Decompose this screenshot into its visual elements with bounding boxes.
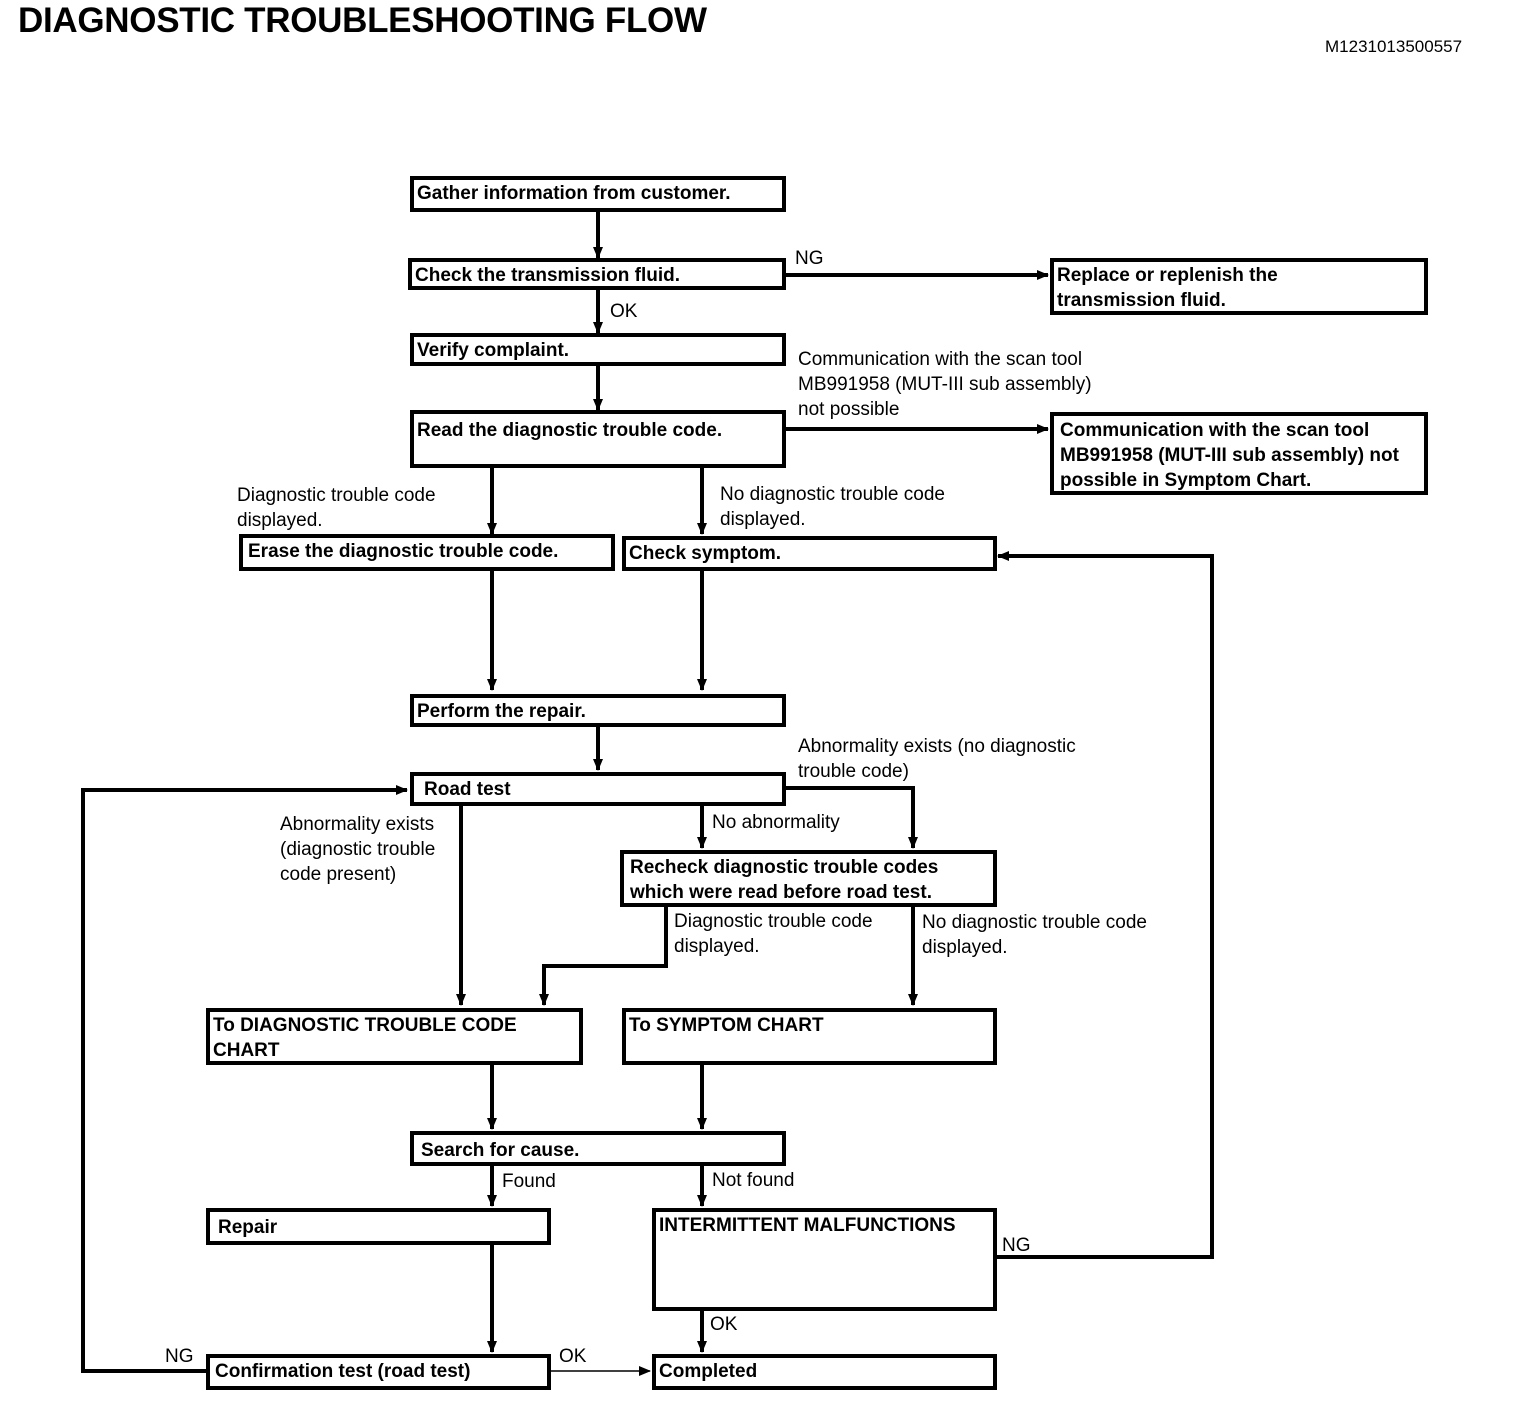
box-confirmation-test: Confirmation test (road test)	[206, 1354, 551, 1390]
label-comm-not-possible-1: Communication with the scan tool	[798, 349, 1083, 370]
box-replace-fluid: Replace or replenish the transmission fl…	[1050, 258, 1428, 315]
box-to-symptom-chart-text: To SYMPTOM CHART	[629, 1015, 824, 1036]
label-confirmation-ok: OK	[559, 1346, 587, 1367]
box-to-symptom-chart: To SYMPTOM CHART	[622, 1008, 997, 1065]
box-completed-text: Completed	[659, 1361, 758, 1382]
box-recheck-dtc: Recheck diagnostic trouble codes which w…	[620, 850, 997, 907]
label-abnormality-no-dtc-1: Abnormality exists (no diagnostic	[798, 736, 1076, 757]
box-check-symptom: Check symptom.	[622, 536, 997, 571]
box-repair: Repair	[206, 1208, 551, 1245]
label-comm-not-possible-2: MB991958 (MUT-III sub assembly)	[798, 374, 1092, 395]
label-confirmation-ng: NG	[165, 1346, 194, 1367]
box-gather-information-text: Gather information from customer.	[417, 183, 731, 204]
box-check-transmission-fluid: Check the transmission fluid.	[408, 258, 786, 290]
box-completed: Completed	[652, 1354, 997, 1390]
box-search-cause-text: Search for cause.	[421, 1140, 580, 1161]
box-verify-complaint-text: Verify complaint.	[417, 340, 570, 361]
label-comm-not-possible-3: not possible	[798, 399, 900, 420]
label-found: Found	[502, 1171, 556, 1192]
label-fluid-ok: OK	[610, 301, 638, 322]
box-check-transmission-fluid-text: Check the transmission fluid.	[415, 265, 680, 286]
page-title: DIAGNOSTIC TROUBLESHOOTING FLOW	[18, 1, 707, 40]
box-gather-information: Gather information from customer.	[410, 176, 786, 212]
box-confirmation-test-text: Confirmation test (road test)	[215, 1361, 471, 1382]
label-abnormality-no-dtc-2: trouble code)	[798, 761, 909, 782]
arrow-intermittent-ng-to-check-symptom	[997, 551, 1214, 1259]
label-abnormality-dtc-1: Abnormality exists	[280, 814, 435, 835]
box-erase-dtc: Erase the diagnostic trouble code.	[239, 534, 615, 571]
box-to-dtc-chart: To DIAGNOSTIC TROUBLE CODE CHART	[206, 1008, 583, 1065]
label-no-abnormality: No abnormality	[712, 812, 840, 833]
box-intermittent-malfunctions: INTERMITTENT MALFUNCTIONS	[652, 1208, 997, 1311]
arrow-road-test-abnormal-no-dtc	[786, 786, 918, 849]
box-read-dtc-text: Read the diagnostic trouble code.	[417, 420, 723, 441]
box-to-dtc-chart-text: To DIAGNOSTIC TROUBLE CODE CHART	[213, 1015, 517, 1061]
document-id: M1231013500557	[1325, 37, 1463, 56]
box-intermittent-malfunctions-text: INTERMITTENT MALFUNCTIONS	[659, 1215, 956, 1236]
label-abnormality-dtc-2: (diagnostic trouble	[280, 839, 436, 860]
box-recheck-dtc-text: Recheck diagnostic trouble codes which w…	[630, 857, 939, 903]
label-intermittent-ok: OK	[710, 1314, 738, 1335]
box-erase-dtc-text: Erase the diagnostic trouble code.	[248, 541, 559, 562]
box-verify-complaint: Verify complaint.	[410, 333, 786, 366]
arrow-recheck-dtc-to-dtc-chart	[539, 906, 668, 1006]
box-comm-not-possible-chart: Communication with the scan tool MB99195…	[1050, 412, 1428, 495]
label-dtc-displayed-1: Diagnostic trouble code	[237, 485, 436, 506]
box-replace-fluid-text: Replace or replenish the transmission fl…	[1057, 265, 1278, 311]
label-abnormality-dtc-3: code present)	[280, 864, 397, 885]
label-dtc-displayed-2: displayed.	[237, 510, 323, 531]
box-repair-text: Repair	[218, 1217, 278, 1238]
label-recheck-no-dtc-1: No diagnostic trouble code	[922, 912, 1147, 933]
label-recheck-dtc-displayed-1: Diagnostic trouble code	[674, 911, 873, 932]
arrow-confirmation-ng-to-road-test	[81, 785, 408, 1373]
box-perform-repair: Perform the repair.	[410, 694, 786, 727]
box-search-cause: Search for cause.	[410, 1131, 786, 1166]
label-not-found: Not found	[712, 1170, 795, 1191]
box-comm-not-possible-chart-text: Communication with the scan tool MB99195…	[1060, 420, 1399, 491]
box-perform-repair-text: Perform the repair.	[417, 701, 586, 722]
label-fluid-ng: NG	[795, 248, 824, 269]
label-recheck-dtc-displayed-2: displayed.	[674, 936, 760, 957]
label-intermittent-ng: NG	[1002, 1235, 1031, 1256]
box-road-test-text: Road test	[424, 779, 511, 800]
box-road-test: Road test	[410, 772, 786, 806]
label-no-dtc-displayed-2: displayed.	[720, 509, 806, 530]
box-check-symptom-text: Check symptom.	[629, 543, 782, 564]
box-read-dtc: Read the diagnostic trouble code.	[410, 410, 786, 468]
label-recheck-no-dtc-2: displayed.	[922, 937, 1008, 958]
label-no-dtc-displayed-1: No diagnostic trouble code	[720, 484, 945, 505]
